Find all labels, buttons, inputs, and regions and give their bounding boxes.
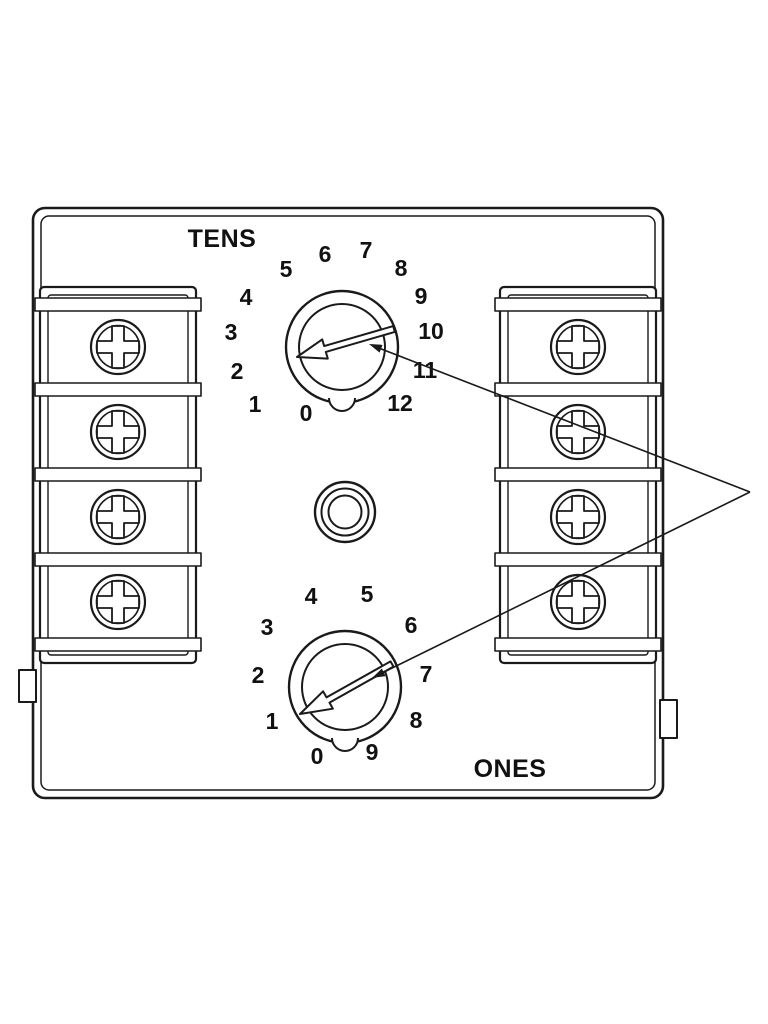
tens-dial-notch [328, 397, 356, 412]
tens-dial-number: 5 [280, 256, 293, 282]
terminal-screw-icon [549, 573, 607, 631]
terminal-screw-icon [549, 488, 607, 546]
terminal-divider [34, 552, 202, 567]
tens-dial-number: 9 [415, 283, 428, 309]
ones-dial-number: 9 [366, 739, 379, 765]
terminal-screw-icon [89, 318, 147, 376]
callout-leaders [369, 344, 751, 678]
callout-leader-line [382, 491, 751, 674]
ones-dial-notch [331, 737, 359, 752]
left-terminal-block [34, 285, 202, 665]
ones-dial-number: 2 [252, 662, 265, 688]
mounting-hole-ring [320, 487, 370, 537]
ones-dial-number: 7 [420, 661, 433, 687]
terminal-divider [494, 467, 662, 482]
tens-dial-number: 1 [249, 391, 262, 417]
terminal-screw-icon [89, 573, 147, 631]
ones-dial-number: 1 [266, 708, 279, 734]
right-mount-tab [659, 699, 678, 739]
ones-dial-number: 4 [305, 583, 318, 609]
terminal-divider [494, 382, 662, 397]
terminal-divider [34, 467, 202, 482]
tens-dial-number: 12 [387, 390, 413, 416]
tens-dial-pointer-icon [296, 325, 396, 360]
ones-dial-number: 8 [410, 707, 423, 733]
terminal-divider [494, 637, 662, 652]
terminal-divider [34, 637, 202, 652]
terminal-divider [494, 297, 662, 312]
ones-label: ONES [474, 755, 547, 783]
ones-rotary-dial[interactable] [287, 629, 403, 752]
tens-dial-number: 6 [319, 241, 332, 267]
ones-dial-number: 3 [261, 614, 274, 640]
tens-dial-number: 0 [300, 400, 313, 426]
tens-dial-number: 8 [395, 255, 408, 281]
ones-dial-number: 6 [405, 612, 418, 638]
mounting-hole-ring [313, 480, 377, 544]
tens-dial-number: 7 [360, 237, 373, 263]
tens-rotary-dial[interactable] [284, 289, 400, 412]
terminal-screw-icon [89, 403, 147, 461]
terminal-screw-icon [89, 488, 147, 546]
tens-dial-number: 3 [225, 319, 238, 345]
tens-dial-number: 10 [418, 318, 444, 344]
terminal-divider [34, 382, 202, 397]
terminal-screw-icon [549, 318, 607, 376]
callout-leader-line [379, 347, 751, 493]
tens-dial-number: 4 [240, 284, 253, 310]
ones-dial-number: 5 [361, 581, 374, 607]
right-terminal-block [494, 285, 662, 665]
terminal-divider [34, 297, 202, 312]
callout-arrowhead-icon [369, 344, 383, 353]
terminal-divider [494, 552, 662, 567]
ones-dial-number: 0 [311, 743, 324, 769]
tens-dial-number: 2 [231, 358, 244, 384]
callout-arrowhead-icon [372, 668, 386, 678]
left-mount-tab [18, 669, 37, 703]
mounting-hole [313, 480, 377, 544]
tens-label: TENS [188, 225, 257, 253]
mounting-hole-ring [327, 494, 363, 530]
